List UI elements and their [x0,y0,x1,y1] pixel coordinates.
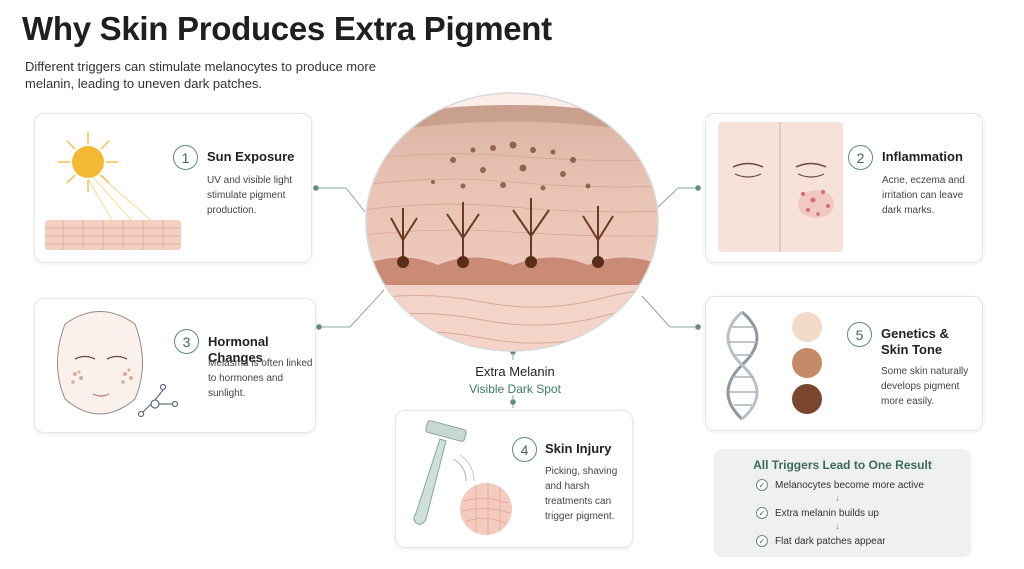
center-label: Extra Melanin Visible Dark Spot [440,364,590,396]
face-melasma-icon [57,311,179,418]
trigger-number: 5 [847,322,872,347]
trigger-number: 2 [848,145,873,170]
trigger-card-sun-exposure: 1 Sun Exposure UV and visible light stim… [34,113,312,263]
trigger-number: 3 [174,329,199,354]
trigger-number: 4 [512,437,537,462]
face-comparison-icon [718,122,843,252]
page-subtitle: Different triggers can stimulate melanoc… [25,59,376,91]
trigger-title: Sun Exposure [207,149,295,164]
arrow-down-icon: ↓ [835,521,840,532]
trigger-description: Some skin naturally develops pigment mor… [881,366,969,407]
trigger-title: Inflammation [882,149,963,164]
arrow-down-icon: ↓ [835,493,840,504]
trigger-title: Genetics & Skin Tone [881,326,949,357]
result-step: ✓ Flat dark patches appear [756,535,886,547]
trigger-card-skin-injury: 4 Skin Injury Picking, shaving and harsh… [395,410,633,548]
result-step: ✓ Extra melanin builds up [756,507,879,519]
center-label-title: Extra Melanin [475,364,555,379]
sun-icon [45,132,181,250]
result-title: All Triggers Lead to One Result [753,458,932,472]
trigger-card-hormonal-changes: 3 Hormonal Changes Melasma is often link… [34,298,316,433]
trigger-number: 1 [173,145,198,170]
check-icon: ✓ [756,535,768,547]
trigger-description: Acne, eczema and irritation can leave da… [882,175,965,216]
check-icon: ✓ [756,507,768,519]
trigger-card-genetics-skin-tone: 5 Genetics & Skin Tone Some skin natural… [705,296,983,431]
trigger-description: Melasma is often linked to hormones and … [208,358,313,399]
page-title: Why Skin Produces Extra Pigment [22,10,552,47]
trigger-title: Skin Injury [545,441,612,456]
skin-cross-section-illustration [365,92,659,352]
trigger-description: Picking, shaving and harsh treatments ca… [545,466,618,522]
result-summary-box: All Triggers Lead to One Result ✓ Melano… [714,449,971,557]
result-step: ✓ Melanocytes become more active [756,479,924,491]
razor-icon [413,420,512,535]
trigger-description: UV and visible light stimulate pigment p… [207,175,293,216]
result-step-label: Flat dark patches appear [775,535,886,547]
check-icon: ✓ [756,479,768,491]
result-step-label: Extra melanin builds up [775,507,879,519]
center-label-subtitle: Visible Dark Spot [469,382,561,396]
dna-icon [726,310,822,421]
result-step-label: Melanocytes become more active [775,479,924,491]
trigger-card-inflammation: 2 Inflammation Acne, eczema and irritati… [705,113,983,263]
trigger-title: Hormonal Changes [208,334,269,365]
